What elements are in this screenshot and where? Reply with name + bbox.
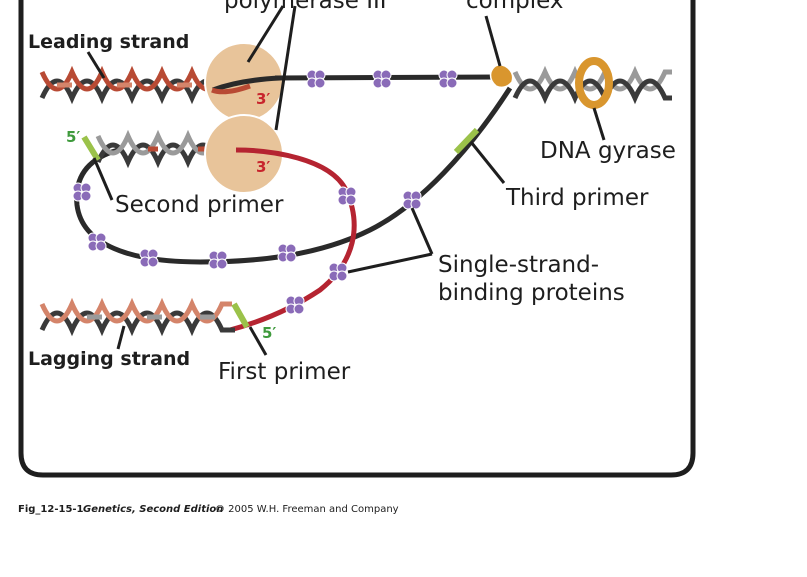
figure-caption: Fig_12-15-1 Genetics, Second Edition © 2… (18, 504, 399, 515)
ssb-protein-cluster-icon (208, 250, 228, 270)
caption-copyright: © 2005 W.H. Freeman and Company (215, 504, 399, 515)
okazaki-fragment-new-strand (229, 147, 357, 333)
leader-lines (86, 5, 606, 356)
second-primer-segment (81, 135, 101, 162)
ssb-label-line2: binding proteins (438, 280, 625, 306)
gyrase-ring-icon (575, 57, 613, 109)
second-primer-label: Second primer (115, 192, 284, 218)
leading-3prime-label: 3′ (256, 90, 270, 108)
dna-gyrase-label: DNA gyrase (540, 138, 676, 164)
lagging-strand-helix (39, 297, 235, 337)
leading-strand-label: Leading strand (28, 31, 189, 53)
caption-book-title: Genetics, Second Edition (83, 504, 223, 515)
ssb-protein-cluster-icon (306, 69, 326, 89)
leading-red-segment (211, 83, 251, 95)
ssb-protein-cluster-icon (87, 232, 107, 252)
ssb-label-line1: Single-strand- (438, 252, 599, 278)
leading-new-strand (212, 75, 281, 93)
complex-label: complex (466, 0, 563, 14)
ssb-protein-cluster-icon (139, 248, 159, 268)
ssb-protein-cluster-icon (402, 190, 422, 210)
polymerase-iii-label: polymerase III (224, 0, 387, 14)
first-primer-5prime-label: 5′ (262, 324, 276, 342)
figure-frame (18, 0, 696, 478)
first-primer-label: First primer (218, 359, 351, 385)
ssb-protein-cluster-icon (277, 243, 297, 263)
ssb-protein-cluster-icon (438, 69, 458, 89)
ssb-protein-cluster-icon (328, 262, 348, 282)
helicase-icon (489, 64, 514, 89)
first-primer-segment (231, 302, 250, 329)
ssb-protein-cluster-icon (337, 186, 357, 206)
lagging-3prime-label: 3′ (256, 158, 270, 176)
ssb-protein-cluster-icon (372, 69, 392, 89)
third-primer-label: Third primer (505, 185, 649, 211)
lagging-strand-label: Lagging strand (28, 348, 190, 370)
ssb-protein-cluster-icon (285, 295, 305, 315)
third-primer-segment (453, 127, 480, 155)
parent-dna-helix (512, 65, 672, 105)
lagging-template-loop (74, 86, 513, 265)
caption-figure-id: Fig_12-15-1 (18, 504, 84, 515)
ssb-protein-cluster-icon (72, 182, 92, 202)
ssb-proteins (72, 69, 458, 315)
second-primer-5prime-label: 5′ (66, 128, 80, 146)
